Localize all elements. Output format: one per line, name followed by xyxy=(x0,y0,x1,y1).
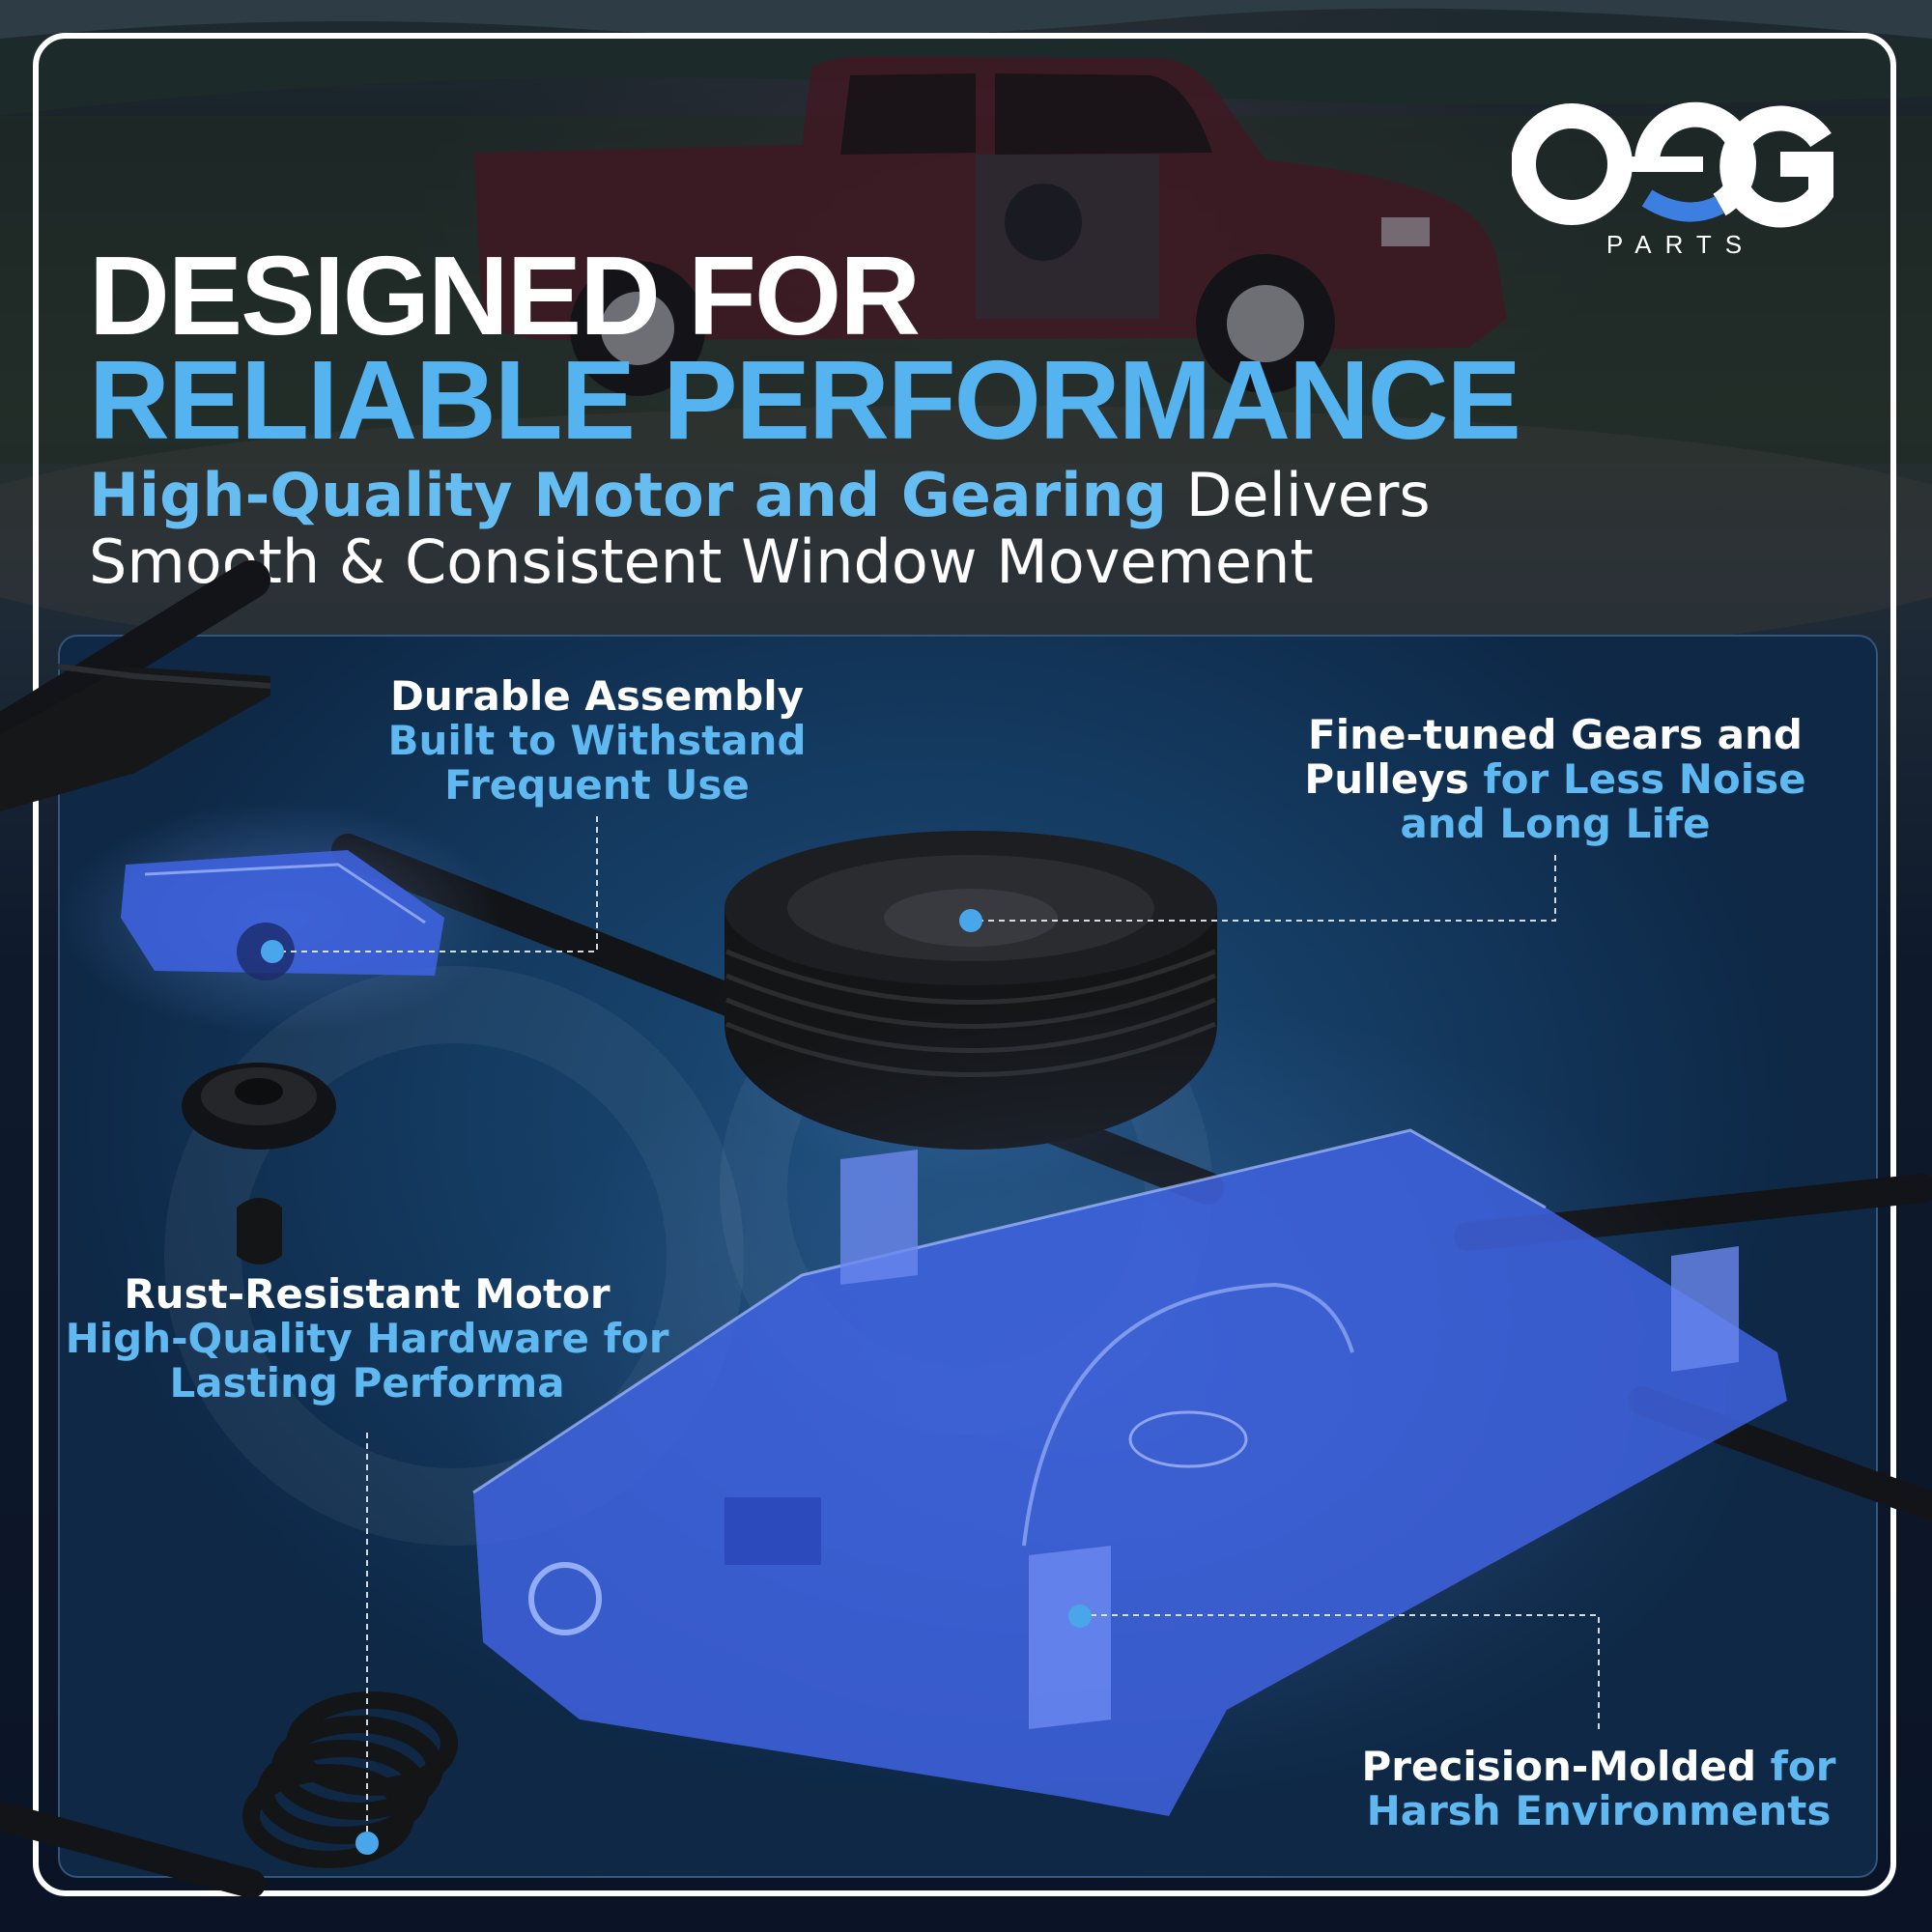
callout-precision-molded: Precision-Molded for Harsh Environments xyxy=(1333,1745,1864,1833)
headline-line-2: RELIABLE PERFORMANCE xyxy=(89,337,1521,463)
callout-durable-line-2: Frequent Use xyxy=(444,761,750,809)
callout-molded-line-2: Harsh Environments xyxy=(1366,1787,1832,1834)
subheadline-highlight: High-Quality Motor and Gearing xyxy=(89,460,1167,530)
subheadline-rest: Delivers xyxy=(1166,460,1431,530)
callout-rust-resistant-motor: Rust-Resistant Motor High-Quality Hardwa… xyxy=(58,1272,676,1406)
callout-durable-title: Durable Assembly xyxy=(390,672,804,720)
callout-motor-line-2: Lasting Performa xyxy=(169,1359,565,1406)
subheadline-line-2: Smooth & Consistent Window Movement xyxy=(89,526,1314,597)
callout-dot-gears xyxy=(959,909,982,932)
logo-subtitle: PARTS xyxy=(1605,230,1756,259)
callout-durable-assembly: Durable Assembly Built to Withstand Freq… xyxy=(367,674,827,808)
callout-gears-line-1: Fine-tuned Gears and xyxy=(1308,711,1803,758)
callout-gears-line-2-blue: for Less Noise xyxy=(1468,755,1806,803)
white-border-frame xyxy=(33,33,1896,1896)
callout-durable-line-1: Built to Withstand xyxy=(387,717,807,764)
callout-molded-line-1-white: Precision-Molded xyxy=(1361,1743,1757,1790)
leader-lines xyxy=(272,816,1600,1843)
callout-dot-motor xyxy=(355,1832,379,1855)
callout-motor-title: Rust-Resistant Motor xyxy=(124,1270,611,1318)
headline-line-1: DESIGNED FOR xyxy=(89,233,921,358)
pickup-truck-shape xyxy=(473,56,1507,396)
callout-gears-line-3: and Long Life xyxy=(1400,800,1711,847)
callout-motor-line-1: High-Quality Hardware for xyxy=(65,1315,669,1362)
callout-gears-pulleys: Fine-tuned Gears and Pulleys for Less No… xyxy=(1265,713,1845,846)
oeg-logo-icon xyxy=(1512,101,1833,228)
callout-dot-durable xyxy=(261,940,284,963)
subheadline-line-1: High-Quality Motor and Gearing Delivers xyxy=(89,466,1431,526)
callout-gears-line-2-white: Pulleys xyxy=(1304,755,1469,803)
callout-molded-line-1-blue: for xyxy=(1756,1743,1836,1790)
callout-dot-molded xyxy=(1068,1605,1092,1628)
